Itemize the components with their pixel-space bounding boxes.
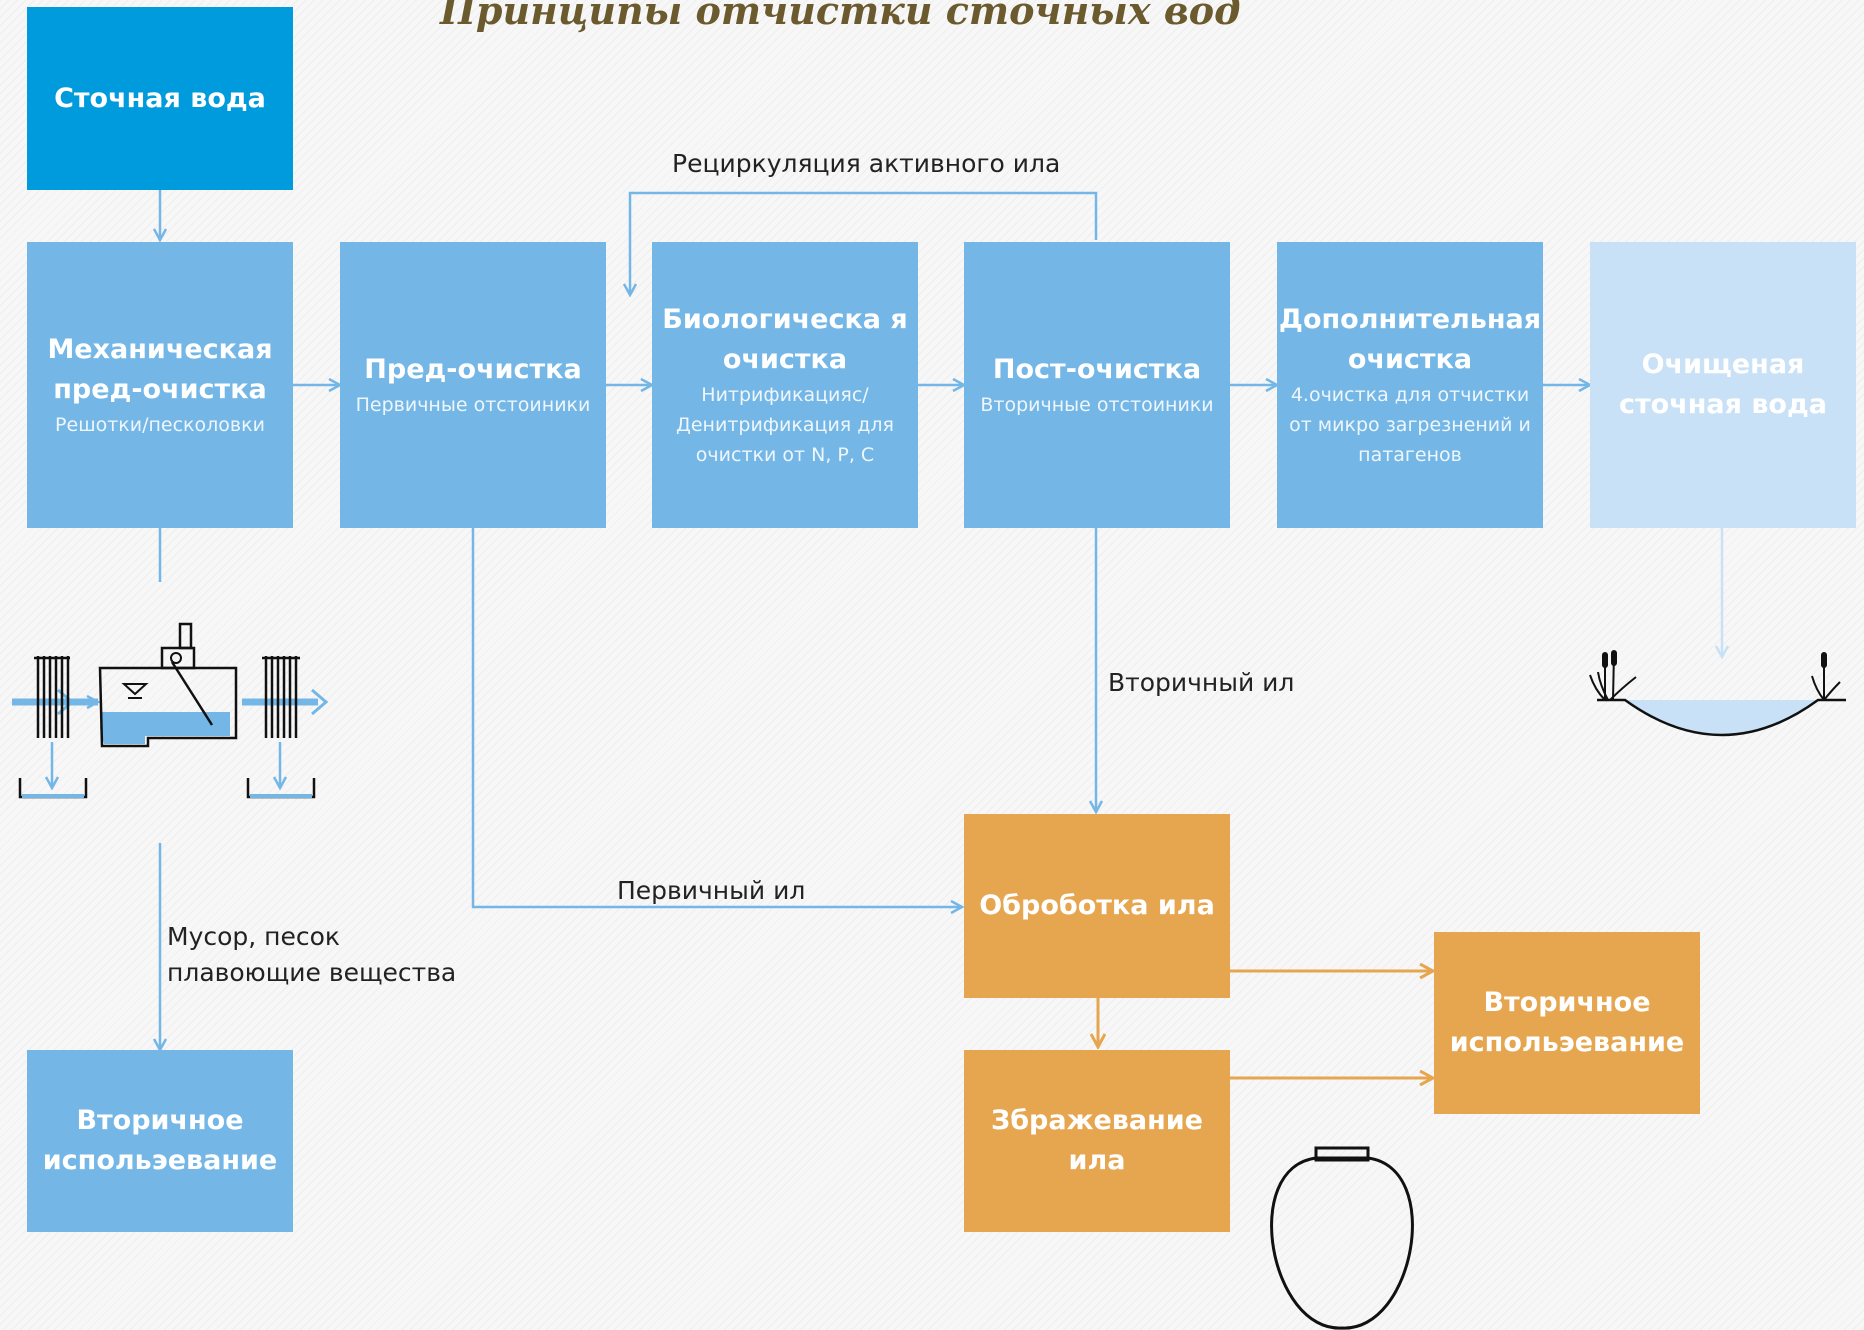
bar-screen-left — [34, 656, 70, 738]
sludge-treatment-box: Оброботка ила — [964, 814, 1230, 998]
box-subtitle: Вторичные отстоиники — [980, 394, 1214, 416]
box-title: Збражевание ила — [991, 1105, 1203, 1176]
post-treatment-box: Пост-очистка Вторичные отстоиники — [964, 242, 1230, 528]
digester-icon — [1270, 1146, 1414, 1330]
debris-label-line1: Мусор, песок — [167, 922, 341, 951]
box-subtitle: Первичные отстоиники — [355, 394, 591, 416]
pond-icon — [1589, 650, 1846, 737]
biological-treatment-box: Биологическа я очистка Нитрификацияс/Ден… — [652, 242, 918, 528]
mechanical-pretreatment-icon — [12, 622, 329, 799]
box-title: Пред-очистка — [364, 354, 582, 385]
box-subtitle: Решотки/песколовки — [55, 414, 265, 436]
box-title: Сточная вода — [54, 82, 266, 114]
box-title: Биологическа я очистка — [662, 304, 908, 375]
mechanical-pretreatment-box: Механическая пред-очистка Решотки/пескол… — [27, 242, 293, 528]
box-subtitle: Нитрификацияс/Денитрификация для очистки… — [676, 384, 894, 466]
box-title: Вторичное испольэевание — [42, 1105, 278, 1176]
clean-water-box: Очищеная сточная вода — [1590, 242, 1856, 528]
box-title: Очищеная сточная вода — [1618, 349, 1827, 420]
box-title: Оброботка ила — [979, 890, 1215, 921]
box-title: Пост-очистка — [992, 354, 1202, 385]
flow-arrows — [160, 190, 1590, 1050]
wastewater-box: Сточная вода — [27, 7, 293, 190]
recirculation-label: Рециркуляция активного ила — [672, 149, 1061, 178]
box-title: Механическая пред-очистка — [47, 334, 273, 405]
secondary-sludge-label: Вторичный ил — [1108, 668, 1295, 697]
primary-sludge-label: Первичный ил — [617, 876, 806, 905]
box-title: Вторичное испольэевание — [1449, 987, 1685, 1058]
reuse-box-left: Вторичное испольэевание — [27, 1050, 293, 1232]
reuse-box-right: Вторичное испольэевание — [1434, 932, 1700, 1114]
debris-label-line2: плавоющие вещества — [167, 958, 457, 987]
additional-treatment-box: Дополнительная очистка 4.очистка для отч… — [1277, 242, 1543, 528]
pretreatment-box: Пред-очистка Первичные отстоиники — [340, 242, 606, 528]
box-subtitle: 4.очистка для отчистки от микро загрезне… — [1289, 384, 1531, 466]
grit-chamber — [98, 622, 238, 748]
box-title: Дополнительная очистка — [1278, 304, 1542, 375]
bar-screen-right — [262, 656, 300, 738]
diagram-title: Принципы отчистки сточных вод — [440, 0, 1241, 33]
sludge-fermentation-box: Збражевание ила — [964, 1050, 1230, 1232]
sludge-arrows — [1098, 971, 1433, 1078]
